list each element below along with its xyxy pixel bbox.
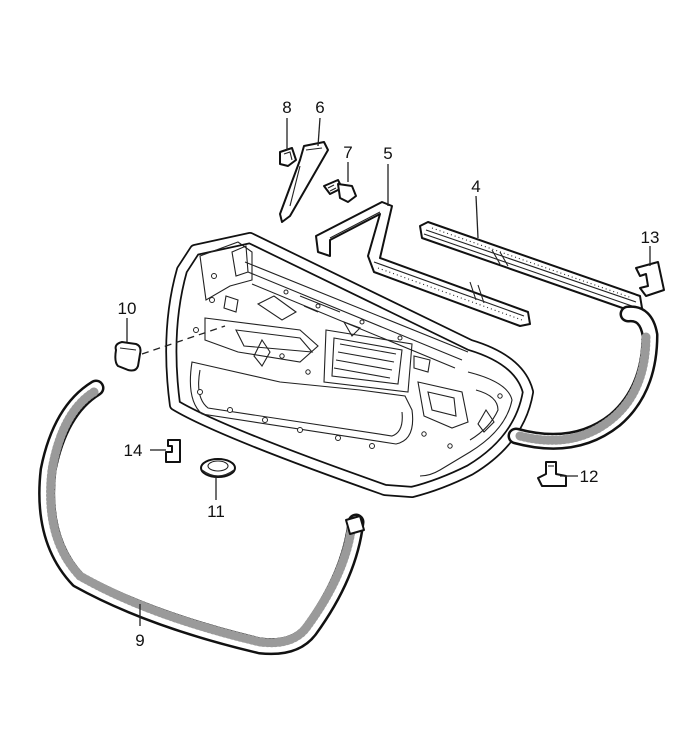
leader-lines [126,117,651,626]
callout-6: 6 [315,98,324,117]
rear-door-seal [507,305,659,450]
callout-7: 7 [343,143,352,162]
part-6-trim-strip [279,141,329,223]
part-4-window-seal-strip [419,221,643,313]
part-14-clip [165,439,181,463]
callout-10: 10 [118,299,137,318]
part-7-screw [323,179,357,203]
door-shell [165,232,534,498]
callout-11: 11 [207,502,225,521]
leader-6 [317,117,321,147]
part-9-door-seal [38,379,365,656]
part-13-bracket [635,261,665,297]
callout-4: 4 [471,177,480,196]
leader-4 [475,195,479,239]
part-11-grommet [200,458,236,478]
part-8-clip [279,147,297,167]
callout-9: 9 [135,631,144,650]
part-5-window-channel-seal [315,201,531,327]
callout-8: 8 [282,98,291,117]
callout-12: 12 [580,467,599,486]
callout-5: 5 [383,144,392,163]
callout-14: 14 [124,441,143,460]
leader-10-dashed [141,325,226,355]
part-10-plug [114,341,142,372]
callouts: 8 6 7 5 4 13 10 14 11 12 9 [118,98,660,650]
callout-13: 13 [641,228,660,247]
part-12-fastener [537,461,567,487]
